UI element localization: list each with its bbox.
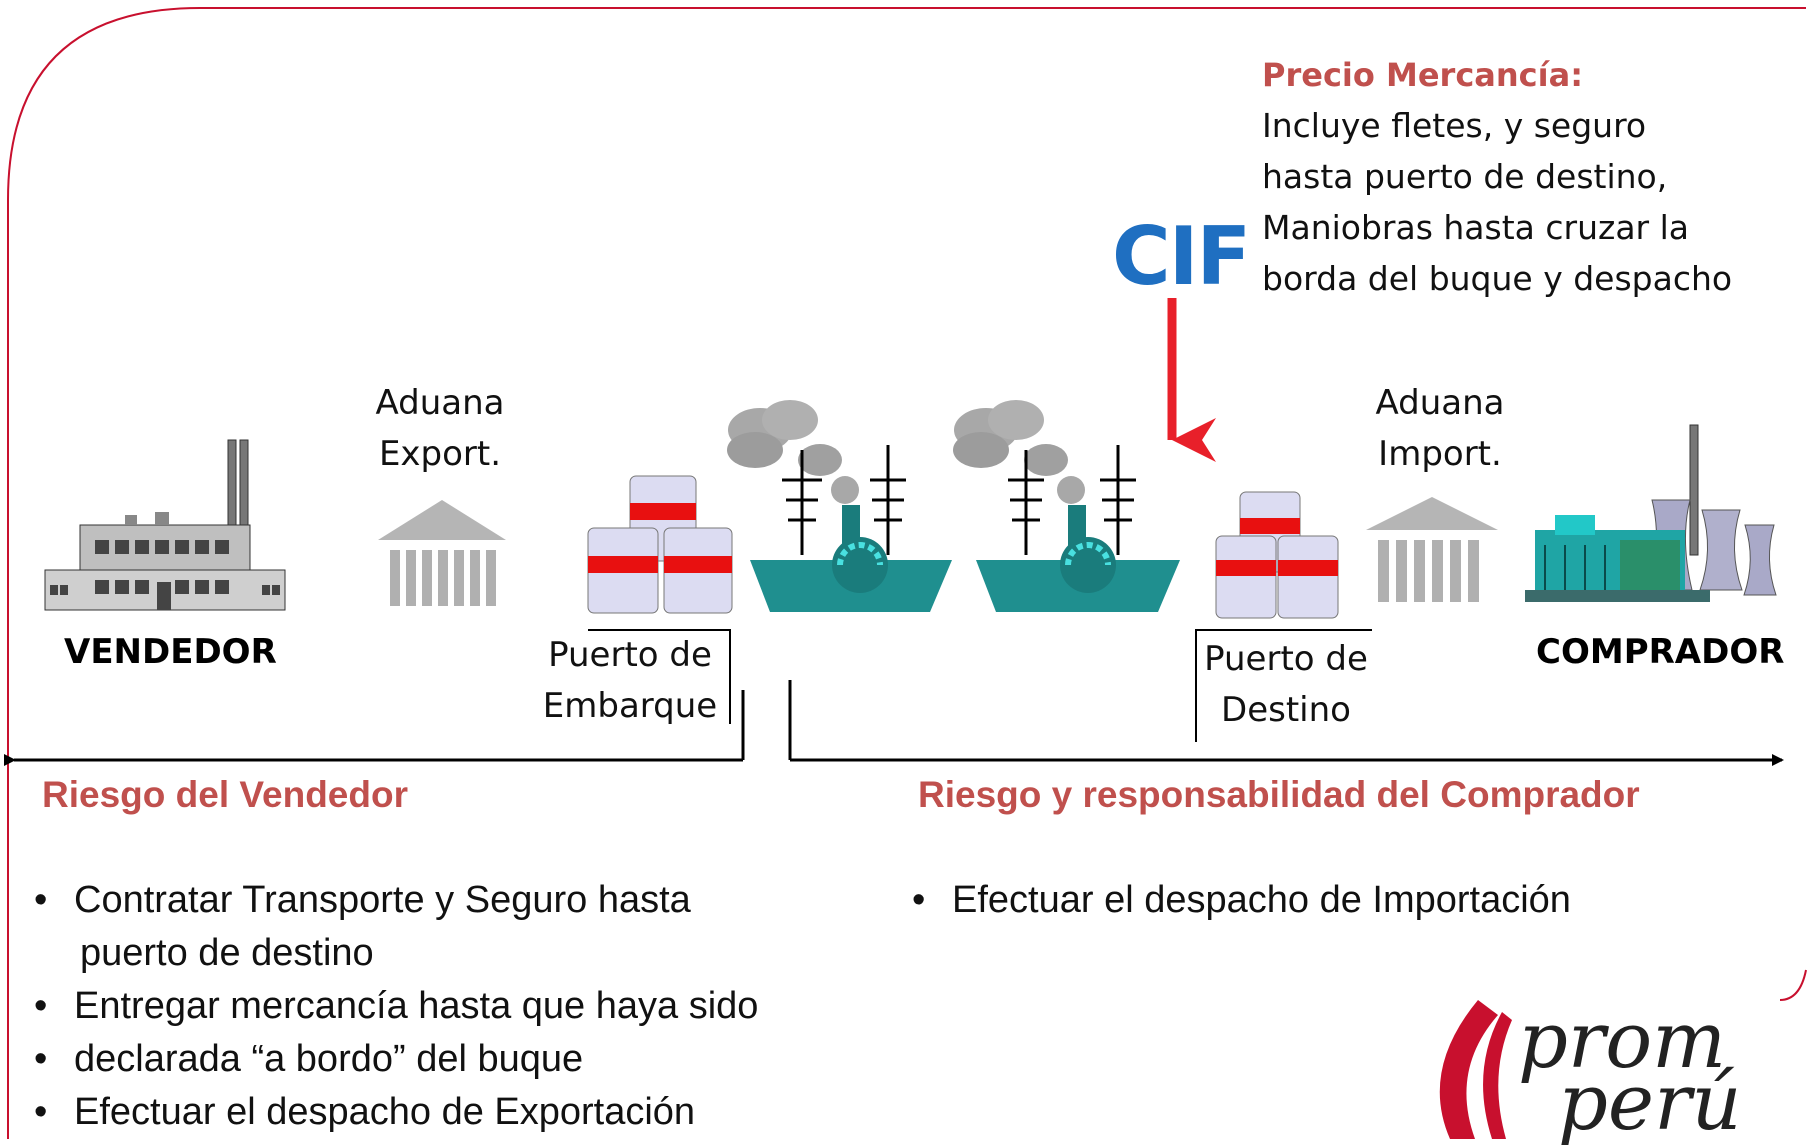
import-customs-label: Aduana Import. <box>1360 378 1520 480</box>
destination-port-bracket <box>1195 629 1372 742</box>
customs-line: Aduana <box>375 383 505 423</box>
price-line: Maniobras hasta cruzar la <box>1262 208 1689 247</box>
ship-destination-icon <box>953 400 1180 612</box>
port-line: Embarque <box>542 686 718 726</box>
customs-line: Import. <box>1378 434 1502 474</box>
seller-label: VENDEDOR <box>64 632 277 672</box>
logo-line: prom <box>1518 996 1727 1086</box>
customs-line: Export. <box>378 434 502 474</box>
seller-duties-list: •Contratar Transporte y Seguro hasta pue… <box>34 874 854 1139</box>
list-item: •Efectuar el despacho de Exportación <box>34 1091 696 1133</box>
list-item-continuation: puerto de destino <box>80 932 374 974</box>
price-line: Incluye fletes, y seguro <box>1262 106 1647 145</box>
promperu-logo-mark <box>1439 1000 1512 1139</box>
seller-factory-icon <box>44 439 286 611</box>
customs-line: Aduana <box>1375 383 1505 423</box>
seller-risk-title: Riesgo del Vendedor <box>42 774 408 815</box>
list-item: •Contratar Transporte y Seguro hasta <box>34 879 691 921</box>
export-customs-icon <box>378 500 506 606</box>
price-line: borda del buque y despacho <box>1262 259 1733 298</box>
buyer-plant-icon <box>1525 424 1777 602</box>
destination-cargo-icon <box>1215 491 1339 619</box>
incoterm-label: CIF <box>1112 210 1251 303</box>
buyer-duties-list: •Efectuar el despacho de Importación <box>912 874 1712 927</box>
import-customs-icon <box>1366 497 1498 602</box>
ship-origin-icon <box>727 400 952 612</box>
port-line: Puerto de <box>1204 639 1368 679</box>
destination-port-label: Puerto de Destino <box>1196 634 1376 736</box>
promperu-logo: prom perú <box>1518 996 1742 1148</box>
export-customs-label: Aduana Export. <box>360 378 520 480</box>
list-item: •Efectuar el despacho de Importación <box>912 879 1571 921</box>
price-heading: Precio Mercancía: <box>1262 56 1583 94</box>
port-line: Puerto de <box>548 635 712 675</box>
buyer-risk-title: Riesgo y responsabilidad del Comprador <box>918 774 1640 815</box>
list-item: •Entregar mercancía hasta que haya sido <box>34 985 759 1027</box>
buyer-label: COMPRADOR <box>1536 632 1785 672</box>
origin-port-label: Puerto de Embarque <box>540 630 720 732</box>
list-item: •declarada “a bordo” del buque <box>34 1038 584 1080</box>
price-line: hasta puerto de destino, <box>1262 157 1668 196</box>
slide-frame <box>7 7 1806 1139</box>
origin-port-bracket <box>588 629 731 724</box>
price-description: Incluye fletes, y seguro hasta puerto de… <box>1262 100 1802 304</box>
origin-cargo-icon <box>587 475 733 614</box>
logo-line: perú <box>1558 1058 1742 1148</box>
port-line: Destino <box>1221 690 1351 730</box>
